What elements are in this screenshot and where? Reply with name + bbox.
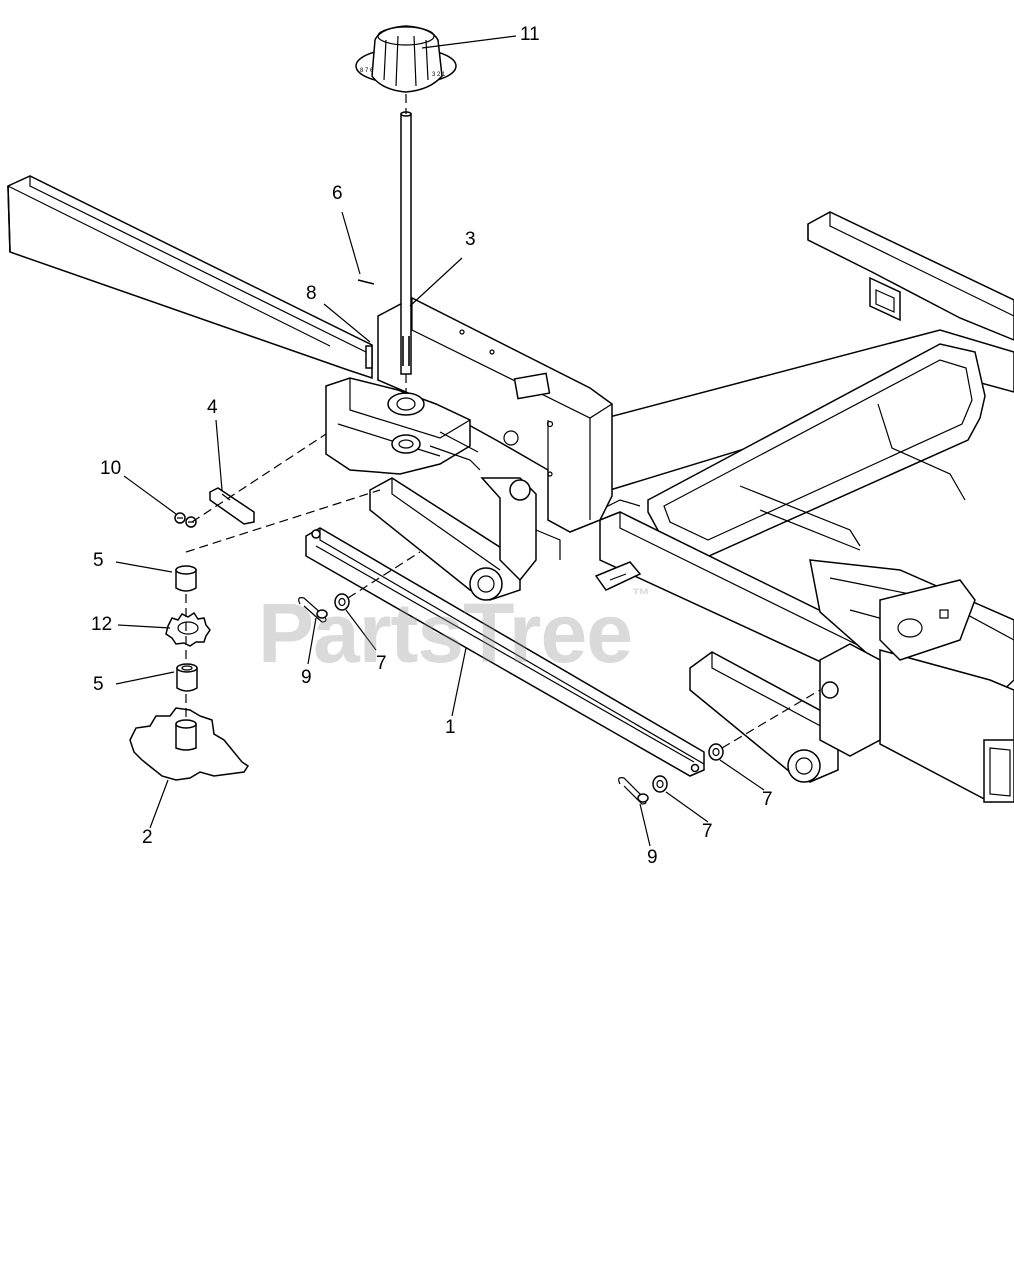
callout-12: 12	[91, 614, 113, 635]
part-11-knob: 8 7 6 3 2 1	[355, 25, 457, 93]
part-5-bushing-lower	[176, 663, 198, 692]
callout-7-right-lower: 7	[702, 821, 713, 842]
part-5-bushing-upper	[175, 565, 197, 592]
callout-2: 2	[142, 827, 153, 848]
callout-7-right-upper: 7	[762, 789, 773, 810]
part-3-shaft	[400, 111, 412, 375]
assembly-lines	[185, 94, 821, 749]
callout-5-lower: 5	[93, 674, 104, 695]
callout-10: 10	[100, 458, 122, 479]
part-9-clip-right	[618, 777, 649, 805]
part-7-washer-right-lower	[652, 775, 668, 793]
svg-text:3 2 1: 3 2 1	[432, 72, 446, 78]
partstree-watermark: PartsTree™	[258, 585, 650, 680]
callout-9-left: 9	[301, 667, 312, 688]
part-10-screws	[174, 512, 197, 528]
part-12-gear	[165, 611, 211, 647]
callout-7-left: 7	[376, 653, 387, 674]
callout-4: 4	[207, 397, 218, 418]
callout-6: 6	[332, 183, 343, 204]
part-1-slider-bar	[305, 527, 705, 777]
part-7-washer-right-upper	[708, 743, 724, 761]
callout-8: 8	[306, 283, 317, 304]
leader-lines	[115, 35, 765, 847]
left-link-arm	[369, 477, 561, 601]
part-4-spring	[209, 487, 255, 525]
callout-9-right: 9	[647, 847, 658, 868]
callout-5-upper: 5	[93, 550, 104, 571]
part-6-pin	[357, 279, 375, 285]
part-8-spacer	[365, 345, 373, 369]
pivot-housing	[325, 377, 481, 475]
callout-3: 3	[465, 229, 476, 250]
svg-text:8 7 6: 8 7 6	[360, 68, 374, 74]
part-9-clip-left	[298, 597, 328, 623]
callout-1: 1	[445, 717, 456, 738]
right-frame-structure	[559, 211, 1014, 803]
right-link-arm	[689, 643, 881, 783]
part-7-washer-left	[334, 593, 350, 611]
callout-11: 11	[520, 24, 540, 45]
part-2-index-plate	[129, 707, 250, 781]
left-frame-rail	[7, 175, 373, 380]
